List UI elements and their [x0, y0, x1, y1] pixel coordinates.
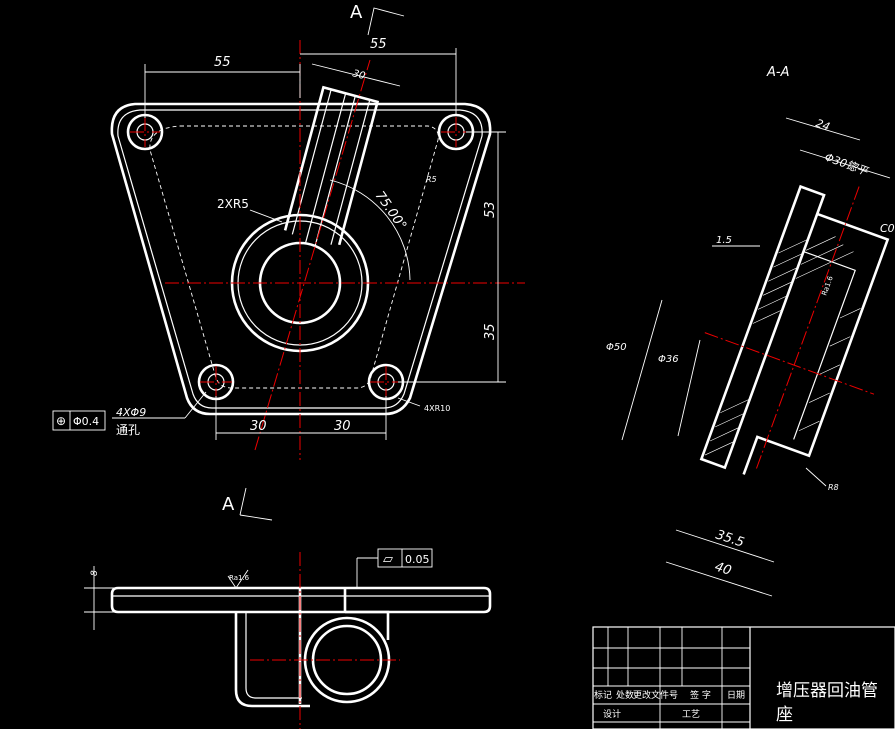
section-marker-a-left: A	[222, 494, 235, 515]
flatness-value: 0.05	[405, 553, 430, 566]
dim-angle-75: 75.00°	[372, 189, 409, 233]
position-tol-symbol: ⊕	[56, 414, 66, 428]
dim-55-left: 55	[214, 55, 231, 70]
inclined-tube	[283, 85, 380, 246]
position-tol-value: Φ0.4	[73, 415, 99, 428]
tb-row-design: 设计	[603, 710, 622, 720]
dim-24: 24	[814, 117, 832, 134]
dim-r8: R8	[828, 483, 839, 492]
dim-r5-small: R5	[426, 175, 437, 184]
dim-40: 40	[713, 560, 733, 579]
title-block-frame	[592, 626, 895, 729]
section-hatch	[704, 236, 861, 456]
pocket-hidden-outline	[149, 125, 439, 389]
drawing-title-line2: 座	[776, 705, 793, 725]
section-view-title: A-A	[766, 65, 789, 80]
drawing-title: 增压器回油管 座	[776, 679, 895, 727]
dim-phi30: Φ30锪平	[823, 151, 870, 179]
tb-row-craft: 工艺	[682, 710, 701, 720]
dim-30-slot: 30	[351, 68, 366, 82]
center-line-inclined	[254, 59, 371, 451]
tb-header-signature: 签 字	[690, 691, 711, 701]
flange-outline-outer	[110, 102, 492, 416]
roughness-ra16-section: Ra1.6	[820, 275, 835, 297]
section-marker-a-top: A	[350, 2, 363, 23]
note-4x-phi9: 4XΦ9	[116, 406, 146, 419]
tb-header-count: 处数	[616, 691, 635, 701]
bottom-view: A 8 Ra1.6 ▱ 0.05	[84, 487, 492, 729]
tb-header-mark: 标记	[594, 691, 613, 701]
dim-thickness-8: 8	[90, 570, 100, 576]
roughness-ra16-bottom: Ra1.6	[229, 574, 250, 582]
flange-outline-inner	[117, 109, 483, 409]
tb-header-date: 日期	[727, 691, 746, 701]
drawing-title-line1: 增压器回油管	[776, 681, 878, 701]
tb-header-changefile: 更改文件号	[633, 691, 679, 701]
dim-phi50: Φ50	[606, 342, 627, 353]
note-4xr10: 4XR10	[424, 404, 450, 413]
note-through-hole: 通孔	[116, 423, 140, 437]
dim-53: 53	[483, 201, 498, 218]
dim-35: 35	[483, 323, 498, 340]
section-view-aa: A-A	[606, 65, 895, 597]
position-tolerance-frame: ⊕ Φ0.4	[52, 410, 106, 431]
dim-30-bottom-left: 30	[250, 419, 267, 434]
dim-phi36: Φ36	[658, 354, 679, 365]
dim-c0: C0	[880, 222, 895, 235]
flatness-symbol: ▱	[383, 552, 393, 567]
dim-30-bottom-right: 30	[334, 419, 351, 434]
flatness-tolerance-frame: ▱ 0.05	[356, 548, 433, 588]
dim-1-5: 1.5	[716, 235, 732, 246]
note-2xr5: 2XR5	[217, 197, 249, 211]
dim-55-right: 55	[370, 37, 387, 52]
front-view: 55 55 30 53 35 30 30 R5 75.00° 2XR5 4XR1…	[52, 2, 525, 460]
